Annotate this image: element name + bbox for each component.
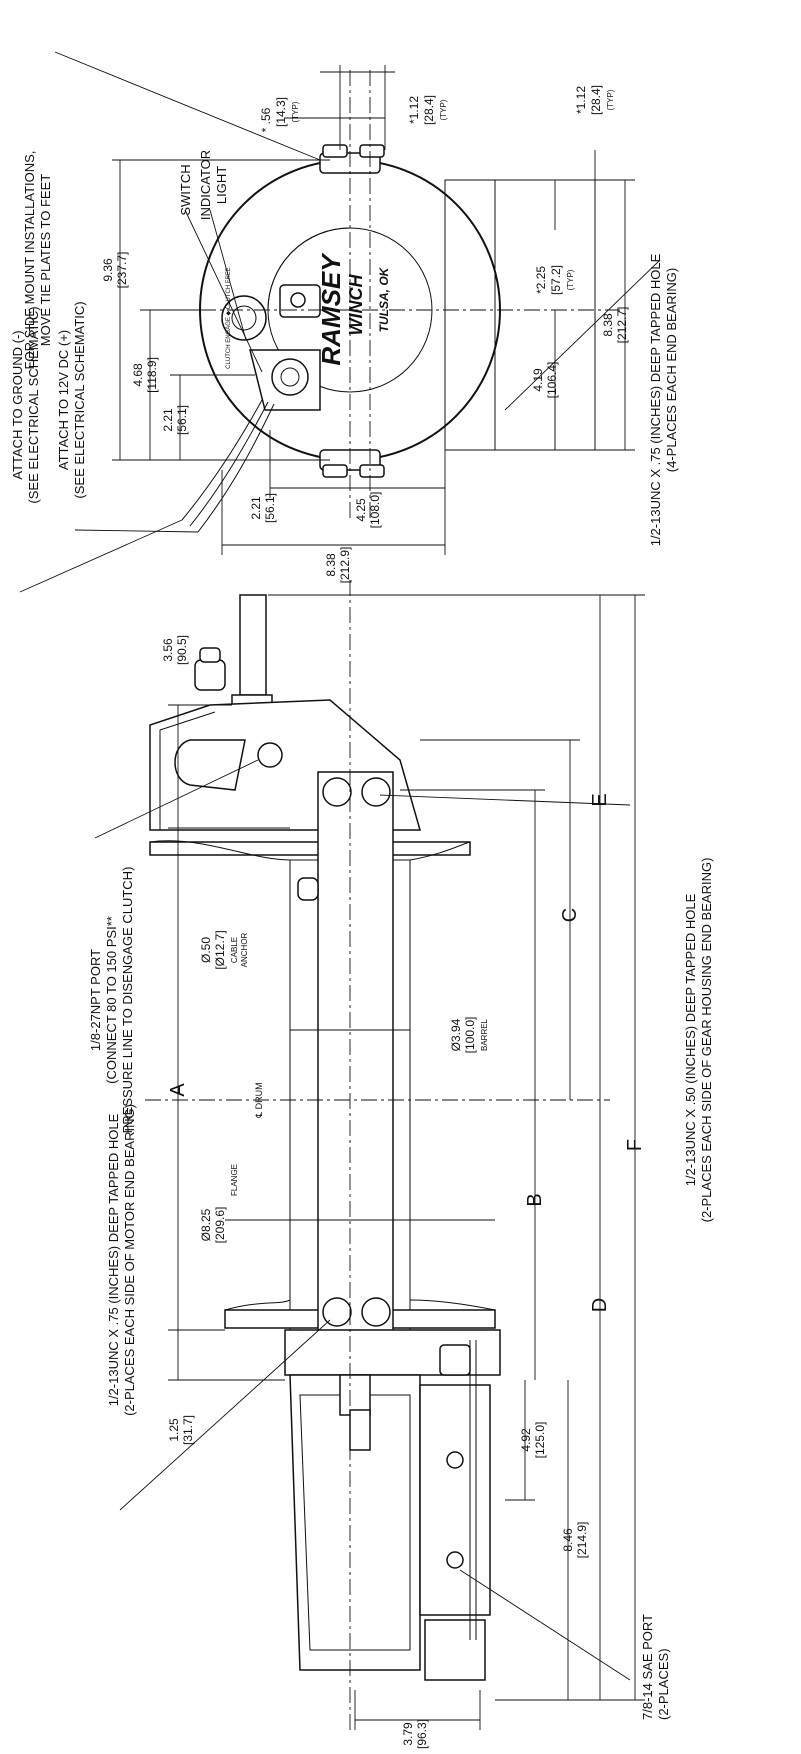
- dim-056-value: * .56: [259, 107, 273, 132]
- dim-B: B: [524, 1193, 546, 1206]
- note-tapped-gear-2: (2-PLACES EACH SIDE OF GEAR HOUSING END …: [699, 858, 714, 1223]
- dim-112b-mm: [28.4]: [589, 85, 603, 115]
- dim-056-typ: (TYP): [291, 101, 300, 122]
- dim-838b-mm: [212.9]: [338, 547, 352, 584]
- dim-394-mm: [100.0]: [463, 1017, 477, 1054]
- dim-A: A: [167, 1083, 189, 1097]
- end-view-dimensions: [19, 51, 661, 593]
- dim-050-value: Ø.50: [199, 937, 213, 963]
- note-switch: SWITCH: [178, 164, 193, 215]
- dim-492-value: 4.92: [519, 1428, 533, 1452]
- dim-125-value: 1.25: [167, 1418, 181, 1442]
- dim-125-mm: [31.7]: [181, 1415, 195, 1445]
- clutch-engage-label: CLUTCH ENGAGE ◆ CLUTCH FREE: [226, 267, 232, 369]
- note-side-mount-1: FOR SIDE MOUNT INSTALLATIONS,: [22, 151, 37, 370]
- dim-825-mm: [209.6]: [213, 1207, 227, 1244]
- note-tapped-gear-1: 1/2-13UNC X .50 (INCHES) DEEP TAPPED HOL…: [683, 893, 698, 1186]
- dim-112a-mm: [28.4]: [422, 95, 436, 125]
- dim-468-value: 4.68: [131, 363, 145, 387]
- dim-846-value: 8.46: [561, 1528, 575, 1552]
- dim-112b-typ: (TYP): [606, 89, 615, 110]
- dim-050-anchor: ANCHOR: [240, 932, 249, 967]
- dim-112b-value: *1.12: [574, 86, 588, 114]
- dim-838b-value: 8.38: [324, 553, 338, 577]
- note-sae-2: (2-PLACES): [656, 1648, 671, 1720]
- note-npt-3: PRESSURE LINE TO DISENGAGE CLUTCH): [120, 867, 135, 1134]
- note-tapped-feet-1: 1/2-13UNC X .75 (INCHES) DEEP TAPPED HOL…: [648, 253, 663, 546]
- dim-050-mm: [Ø12.7]: [213, 930, 227, 969]
- logo-brand-top: RAMSEY: [316, 252, 346, 366]
- dim-E: E: [589, 793, 611, 806]
- dim-225-typ: (TYP): [566, 269, 575, 290]
- note-tapped-motor-2: (2-PLACES EACH SIDE OF MOTOR END BEARING…: [122, 1104, 137, 1416]
- side-view-dimensions: [94, 594, 645, 1730]
- dim-825-flange: FLANGE: [230, 1164, 239, 1196]
- logo-brand-bottom: WINCH: [346, 274, 366, 336]
- dim-419-mm: [106.4]: [545, 362, 559, 399]
- note-indicator-1: INDICATOR: [198, 150, 213, 220]
- note-tapped-feet-2: (4-PLACES EACH END BEARING): [664, 268, 679, 472]
- dim-356-value: 3.56: [161, 638, 175, 662]
- note-npt-1: 1/8-27NPT PORT: [88, 949, 103, 1051]
- dim-356-mm: [90.5]: [175, 635, 189, 665]
- logo-city: TULSA, OK: [377, 266, 391, 332]
- dim-394-value: Ø3.94: [449, 1018, 463, 1051]
- dim-936-value: 9.36: [101, 258, 115, 282]
- note-ground-2: (SEE ELECTRICAL SCHEMATIC): [26, 306, 41, 503]
- dim-221b-value: 2.21: [249, 496, 263, 520]
- dim-425-mm: [108.0]: [368, 492, 382, 529]
- dim-425-value: 4.25: [354, 498, 368, 522]
- note-12v-1: ATTACH TO 12V DC (+): [56, 330, 71, 470]
- dim-379-value: 3.79: [401, 1722, 415, 1746]
- note-side-mount-2: MOVE TIE PLATES TO FEET: [38, 174, 53, 346]
- dim-838a-value: 8.38: [601, 313, 615, 337]
- note-npt-2: (CONNECT 80 TO 150 PSI**: [104, 916, 119, 1084]
- dim-221a-value: 2.21: [161, 408, 175, 432]
- dim-112a-typ: (TYP): [439, 99, 448, 120]
- dim-419-value: 4.19: [531, 368, 545, 392]
- dim-825-value: Ø8.25: [199, 1208, 213, 1241]
- brand-logo: RAMSEY WINCH TULSA, OK: [316, 252, 391, 366]
- end-view: RAMSEY WINCH TULSA, OK CLUTCH ENGAGE ◆ C…: [181, 70, 620, 533]
- dim-056-mm: [14.3]: [274, 97, 288, 127]
- dim-846-mm: [214.9]: [575, 1522, 589, 1559]
- dim-468-mm: [118.9]: [145, 357, 159, 393]
- dim-221b-mm: [56.1]: [263, 493, 277, 523]
- note-12v-2: (SEE ELECTRICAL SCHEMATIC): [72, 301, 87, 498]
- dim-F: F: [624, 1139, 646, 1151]
- dim-D: D: [589, 1298, 611, 1312]
- dim-838a-mm: [212.7]: [615, 307, 629, 344]
- dim-394-barrel: BARREL: [480, 1018, 489, 1051]
- side-view: [145, 580, 610, 1730]
- drum-centerline: ℄ DRUM: [254, 1082, 264, 1118]
- note-sae-1: 7/8-14 SAE PORT: [640, 1614, 655, 1720]
- note-ground-1: ATTACH TO GROUND (-): [10, 330, 25, 479]
- dim-379-mm: [96.3]: [415, 1719, 429, 1749]
- dim-225-value: *2.25: [534, 266, 548, 294]
- note-indicator-2: LIGHT: [214, 166, 229, 204]
- dim-492-mm: [125.0]: [533, 1422, 547, 1459]
- note-tapped-motor-1: 1/2-13UNC X .75 (INCHES) DEEP TAPPED HOL…: [106, 1113, 121, 1406]
- dim-225-mm: [57.2]: [549, 265, 563, 295]
- dim-050-cable: CABLE: [230, 937, 239, 963]
- dim-112a-value: *1.12: [407, 96, 421, 124]
- dim-C: C: [559, 908, 581, 922]
- dim-221a-mm: [56.1]: [175, 405, 189, 435]
- dim-936-mm: [237.7]: [115, 252, 129, 289]
